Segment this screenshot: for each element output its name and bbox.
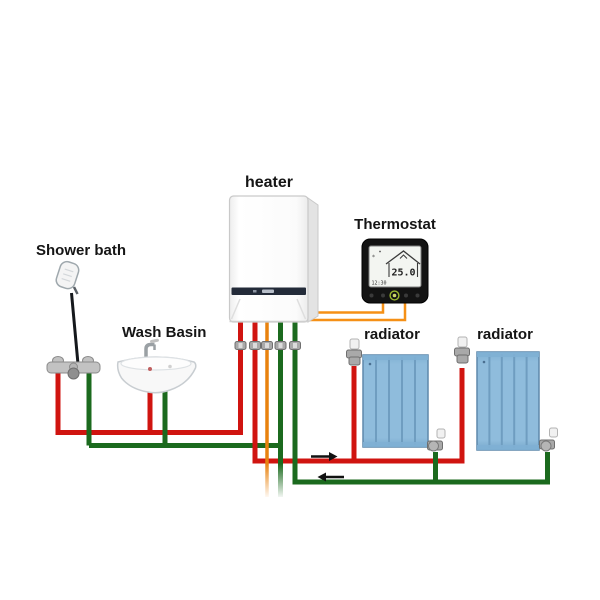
thermostat-button[interactable] <box>381 293 385 298</box>
shower-head-handle <box>72 286 79 295</box>
heater-label: heater <box>244 174 294 191</box>
radiator-bottom-cap <box>363 442 428 447</box>
radiator-body <box>362 354 429 448</box>
radiator-outlet-valve[interactable] <box>539 427 558 452</box>
radiator-inlet-valve[interactable] <box>346 338 362 366</box>
radiator-right-label: radiator <box>477 326 533 343</box>
shower-bath-label: Shower bath <box>36 242 127 259</box>
radiator-bottom-cap <box>477 445 539 450</box>
heating-flow-pipe <box>252 316 465 464</box>
pipe-valve-icon <box>261 341 273 350</box>
radiator-left-label: radiator <box>364 326 420 343</box>
thermostat-time: 12:30 <box>372 281 387 287</box>
pipe-valve-icon <box>289 341 301 350</box>
heater-lower-panel-outline <box>230 298 307 320</box>
heater-front-panel <box>228 195 309 323</box>
heater-pipe-valves <box>234 341 301 350</box>
heater-logo-icon <box>262 289 274 293</box>
thermostat-button[interactable] <box>369 293 374 298</box>
thermostat-temperature: 25.0 <box>391 268 415 279</box>
shower-head-icon <box>55 260 80 290</box>
heater-indicator-icon <box>253 290 257 293</box>
thermostat-screen <box>368 245 422 288</box>
flow-arrow-right-icon <box>311 452 338 461</box>
pipe-valve-icon <box>249 341 261 350</box>
thermostat-wire-1 <box>308 302 385 314</box>
thermostat-wire-2 <box>303 302 407 322</box>
basin-drain-mark <box>148 367 152 371</box>
radiator-top-cap <box>363 355 428 360</box>
radiator-top-cap <box>477 352 539 357</box>
shower-mixer-valve <box>46 356 101 380</box>
snowflake-icon: * <box>372 254 375 261</box>
radiator-outlet-valve[interactable] <box>427 428 446 452</box>
radiator-vent-dot <box>368 362 372 366</box>
radiator-left-unit <box>346 338 446 452</box>
radiator-right-unit <box>454 336 558 452</box>
shower-hose <box>70 292 80 365</box>
heater-side-panel <box>307 197 319 323</box>
thermostat-button[interactable] <box>404 293 408 298</box>
pipe-valve-icon <box>234 341 247 350</box>
radiator-slat-lines <box>488 354 528 448</box>
thermostat-power-button[interactable] <box>389 290 400 301</box>
wash-basin <box>116 338 197 394</box>
thermostat-label: Thermostat <box>354 216 436 233</box>
pipe-valve-icon <box>274 341 287 350</box>
heater-unit <box>228 195 319 323</box>
heating-return-pipe <box>292 316 550 485</box>
shower-fixture <box>46 260 101 380</box>
radiator-slat-lines <box>375 357 416 445</box>
wash-basin-label: Wash Basin <box>122 324 207 341</box>
flow-arrow-left-icon <box>317 472 344 482</box>
basin-soap-hole <box>168 364 172 369</box>
thermostat-button[interactable] <box>415 293 420 298</box>
basin-rim <box>120 356 192 371</box>
radiator-inlet-valve[interactable] <box>454 336 470 364</box>
thermostat-device: 25.0 12:30 * <box>361 238 429 304</box>
radiator-vent-dot <box>482 360 486 364</box>
status-dot-icon <box>379 250 381 253</box>
thermostat-touch-buttons <box>369 290 420 301</box>
radiator-body <box>476 351 540 451</box>
mixer-diverter-knob[interactable] <box>67 367 80 380</box>
house-icon <box>385 250 421 277</box>
